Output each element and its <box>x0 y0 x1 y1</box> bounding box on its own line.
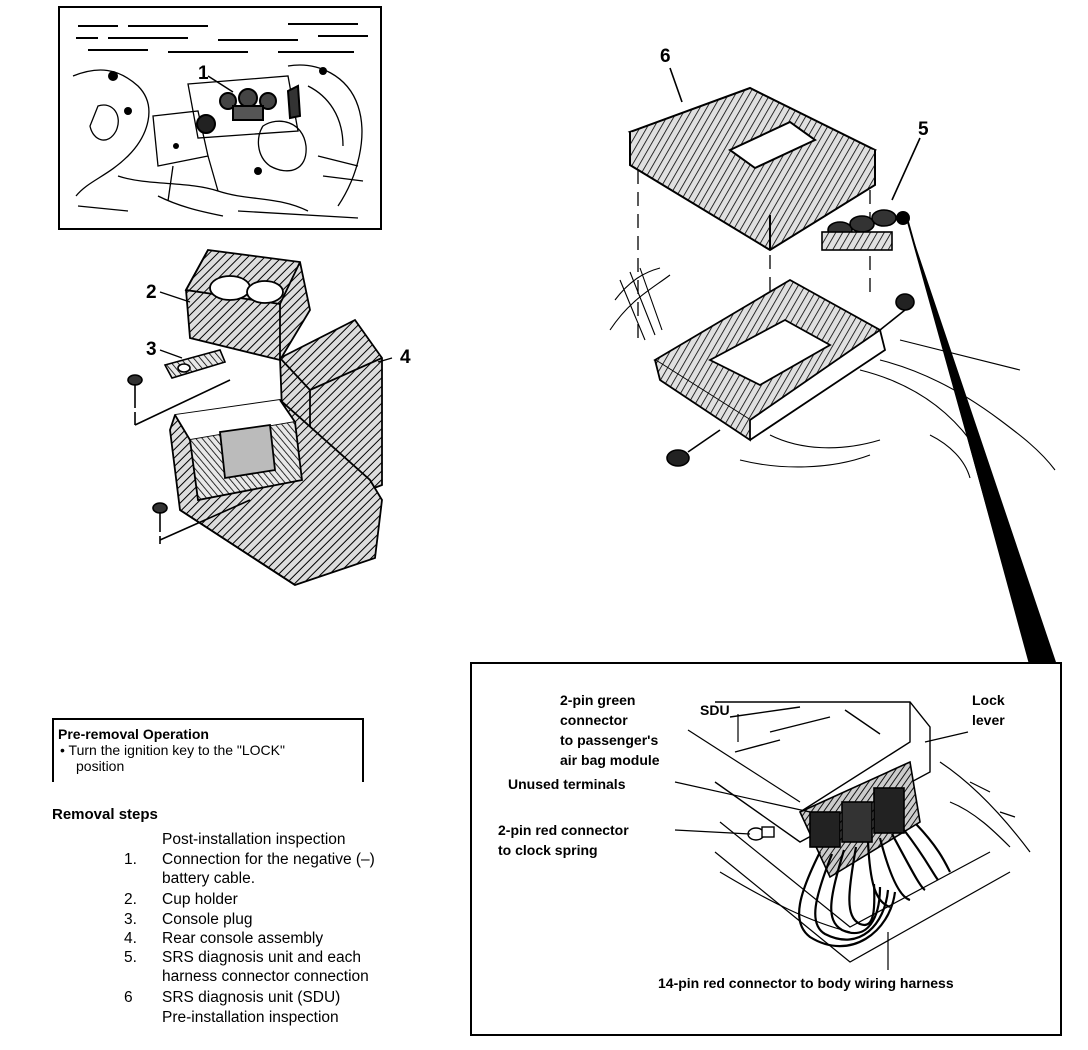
callout-2: 2 <box>146 282 157 303</box>
label-green-connector: 2-pin green connector to passenger's air… <box>560 692 660 768</box>
callout-6: 6 <box>660 46 671 67</box>
removal-steps-title: Removal steps <box>52 806 158 823</box>
battery-inset-frame <box>58 6 382 230</box>
label-unused-terminals: Unused terminals <box>508 776 626 792</box>
connector-detail-illustration <box>674 701 1031 970</box>
connector-detail-frame <box>470 662 1062 1036</box>
pre-removal-box: Pre-removal Operation • Turn the ignitio… <box>52 718 364 782</box>
pre-removal-item: • Turn the ignition key to the "LOCK" <box>60 742 285 758</box>
pre-removal-item-cont: position <box>76 758 125 774</box>
label-harness-connector: 14-pin red connector to body wiring harn… <box>658 975 954 991</box>
label-red-connector: 2-pin red connector to clock spring <box>498 822 629 858</box>
removal-step-5: 5. SRS diagnosis unit and each harness c… <box>124 949 369 985</box>
pre-removal-title: Pre-removal Operation <box>58 726 209 742</box>
sdu-exploded-illustration <box>609 67 1058 668</box>
label-sdu: SDU <box>700 702 730 718</box>
callout-3: 3 <box>146 339 157 360</box>
console-exploded-illustration <box>127 249 393 586</box>
callout-4: 4 <box>400 347 411 368</box>
removal-step-1: 1. Connection for the negative (–) batte… <box>124 851 375 887</box>
battery-inset-illustration <box>72 23 368 219</box>
bullet-icon: • <box>60 742 65 758</box>
callout-5: 5 <box>918 119 929 140</box>
label-lock-lever: Lock lever <box>972 692 1005 728</box>
callout-1: 1 <box>198 63 209 84</box>
